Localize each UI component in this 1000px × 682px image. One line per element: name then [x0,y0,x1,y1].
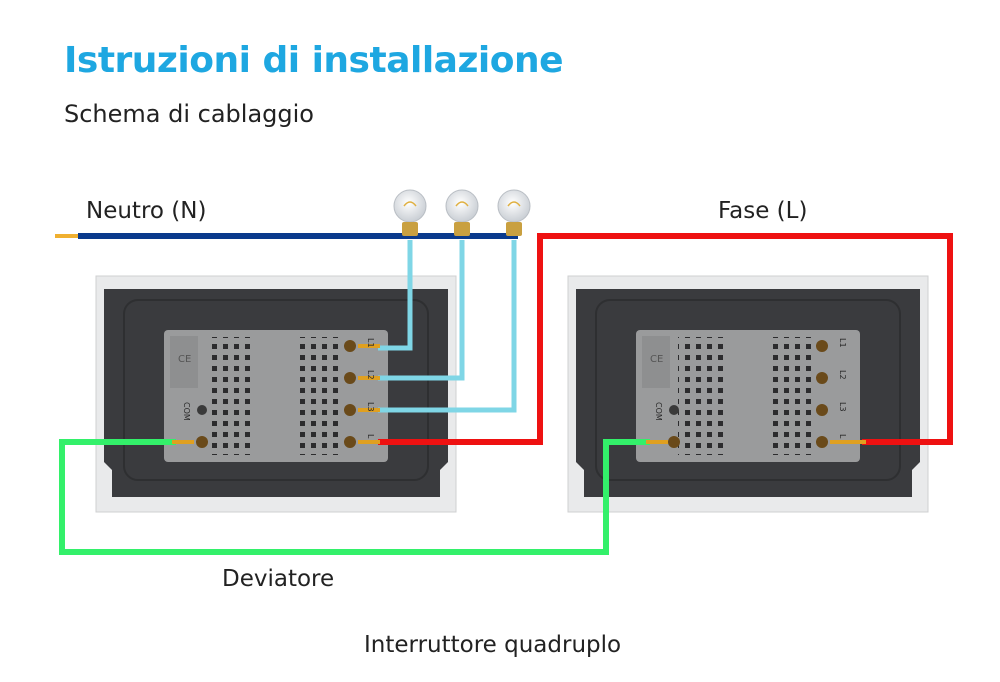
light-bulb-icon [393,189,427,236]
left-terminal-label: L [366,434,375,439]
right-terminal-label: L [838,434,847,439]
right-terminal-screws [668,340,828,448]
right-terminal-label: L1 [838,338,847,348]
light-bulb-icon [445,189,479,236]
left-terminal-label: L2 [366,370,375,380]
light-bulb-icon [497,189,531,236]
right-terminal-label: L3 [838,402,847,412]
right-switch-panel: CE [567,275,929,513]
traveler-wire [59,439,650,555]
left-terminal-label: L3 [366,402,375,412]
right-terminal-label: L2 [838,370,847,380]
terminal-leads [172,344,866,444]
neutral-label: Neutro (N) [86,198,207,224]
phase-wire [378,233,953,445]
diagram-caption: Interruttore quadruplo [364,632,622,658]
traveler-label: Deviatore [222,566,335,592]
left-terminal-label: COM [182,402,191,421]
left-terminal-screws [196,340,356,448]
page-subtitle: Schema di cablaggio [64,100,314,128]
right-switch-module: CE [636,330,860,462]
svg-text:CE: CE [650,354,663,365]
svg-text:CE: CE [178,354,191,365]
left-switch-module: CE [164,330,388,462]
left-terminal-label: L1 [366,338,375,348]
phase-label: Fase (L) [718,198,808,224]
right-terminal-label: COM [654,402,663,421]
left-switch-panel: CE [95,275,457,513]
page-title: Istruzioni di installazione [64,40,564,81]
load-wires [378,240,517,413]
